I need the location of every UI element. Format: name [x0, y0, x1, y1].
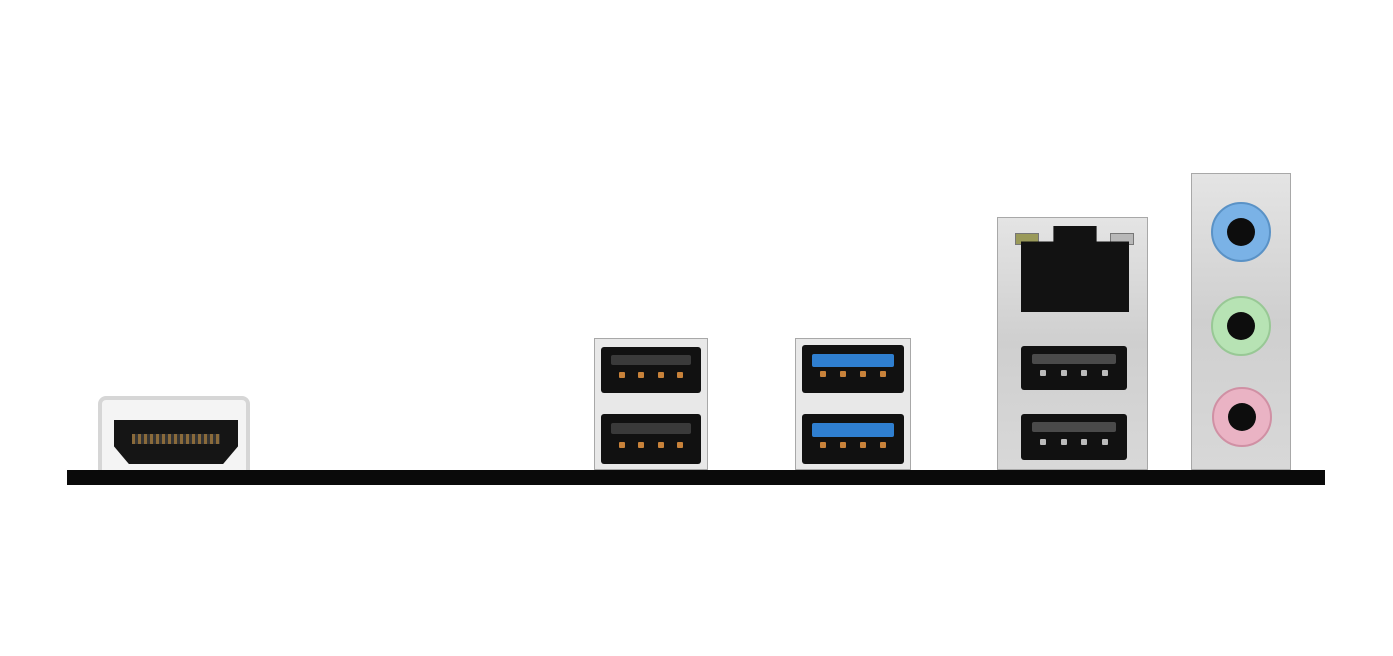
line-out-jack[interactable]: [1211, 296, 1271, 356]
usb2-stack: [594, 338, 708, 470]
io-shield-base: [67, 470, 1325, 485]
usb-port-bottom[interactable]: [1021, 414, 1127, 460]
line-in-jack[interactable]: [1211, 202, 1271, 262]
mic-in-jack[interactable]: [1212, 387, 1272, 447]
usb3-port-bottom[interactable]: [802, 414, 904, 464]
usb3-port-top[interactable]: [802, 345, 904, 393]
lan-usb-stack: [997, 217, 1148, 470]
hdmi-port: [98, 396, 250, 470]
usb2-port-top[interactable]: [601, 347, 701, 393]
hdmi-contacts: [132, 434, 220, 444]
audio-panel: [1191, 173, 1291, 470]
usb3-stack: [795, 338, 911, 470]
usb2-port-bottom[interactable]: [601, 414, 701, 464]
usb-port-top[interactable]: [1021, 346, 1127, 390]
